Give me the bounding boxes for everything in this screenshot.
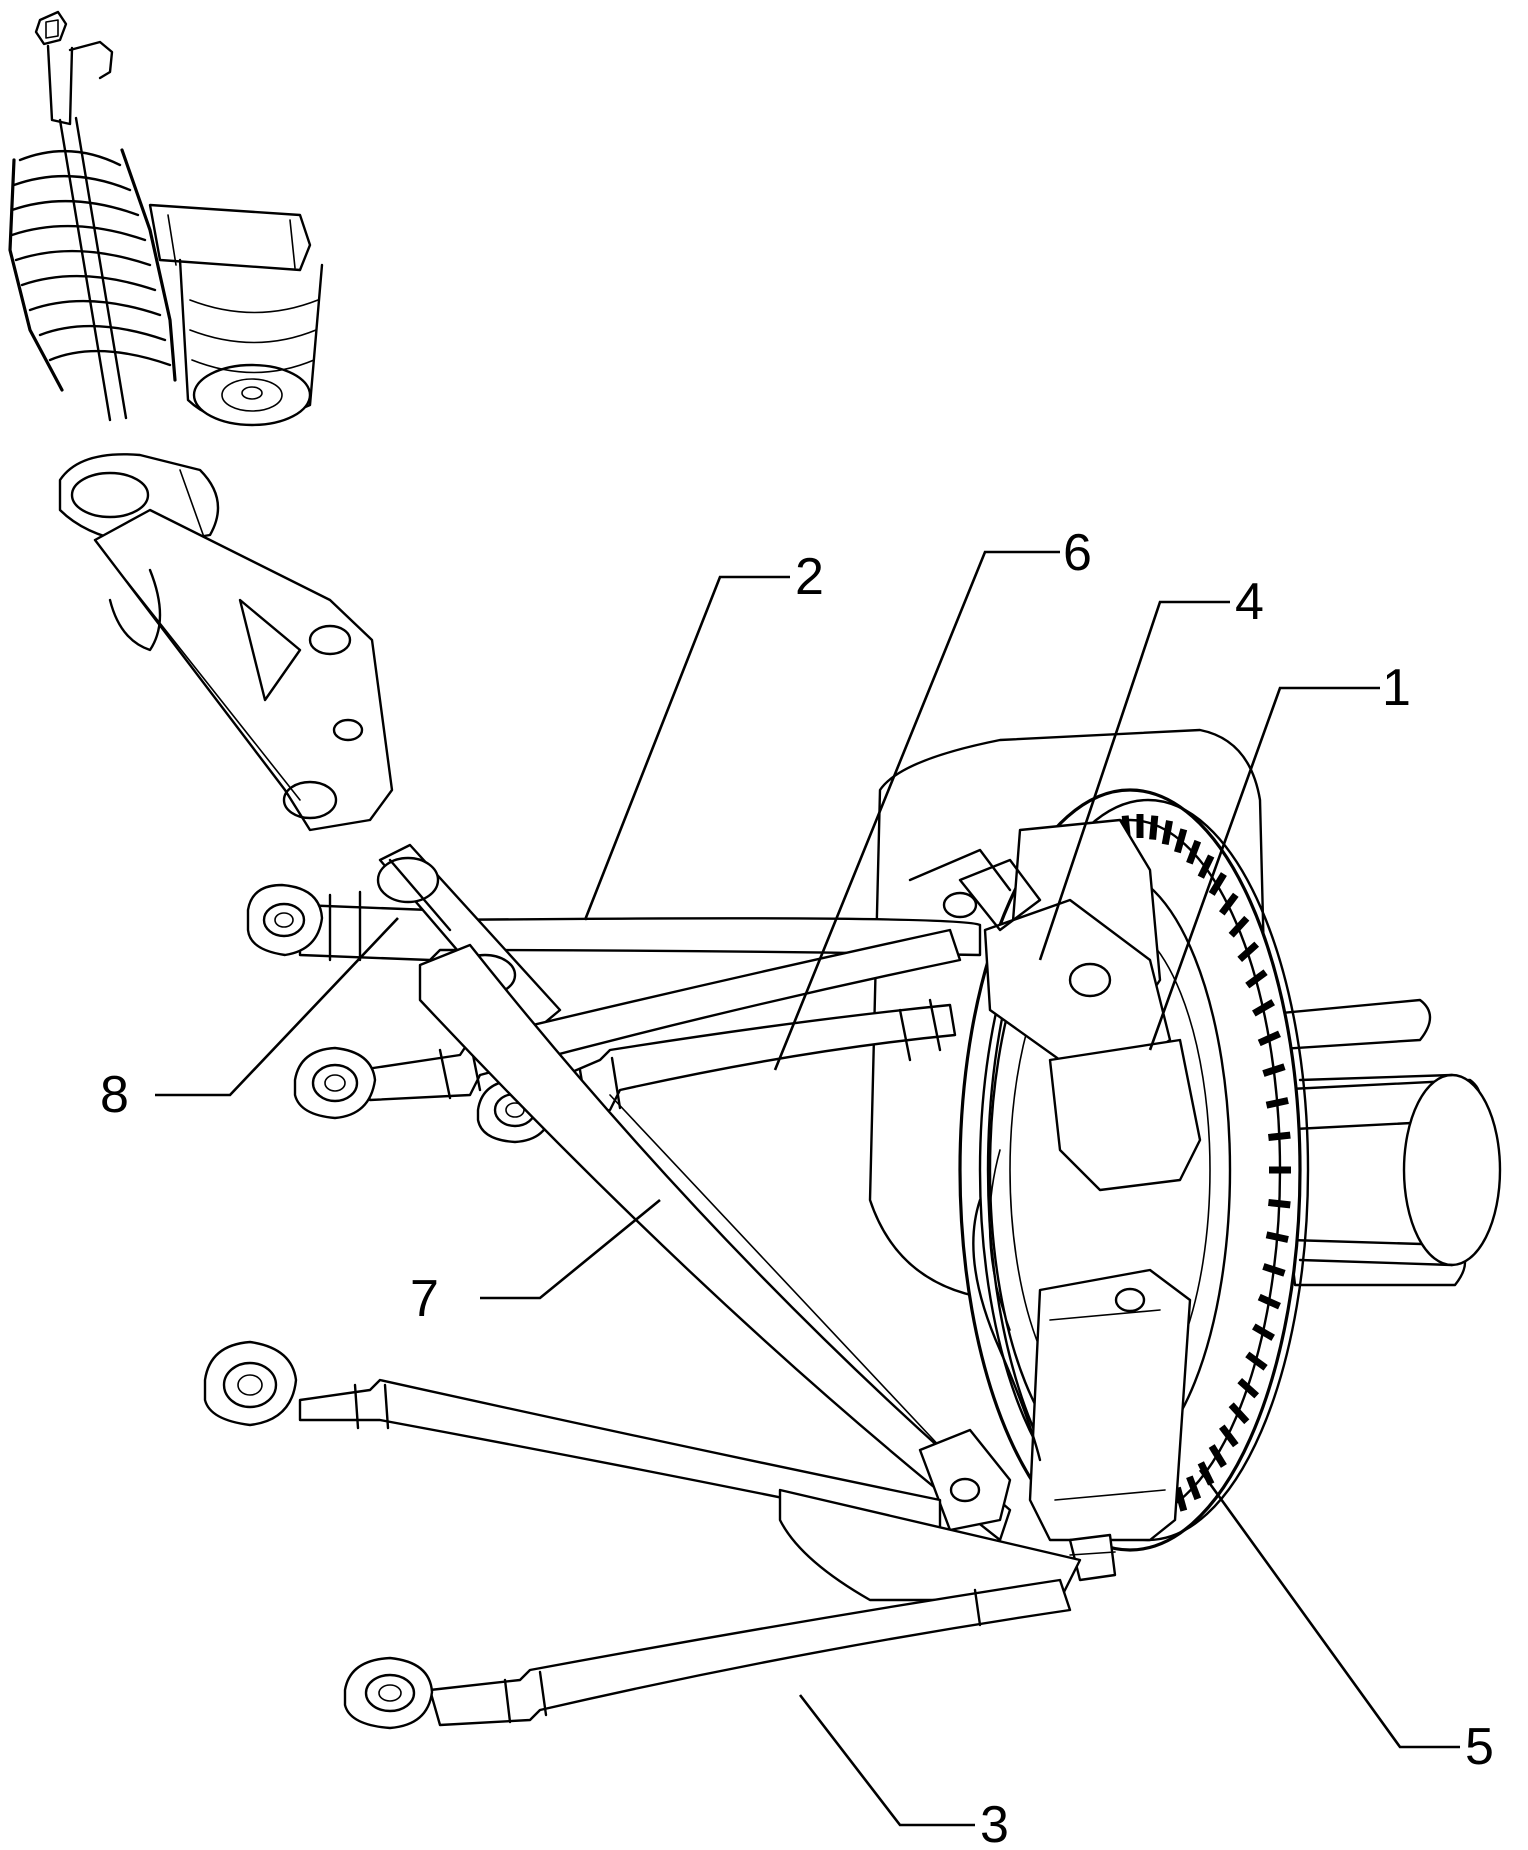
callout-labels: 1 2 3 4 5 6 7 8	[100, 524, 1494, 1850]
top-mount	[34, 10, 114, 126]
disc-vent-slot	[1265, 1231, 1289, 1243]
leader-5	[1198, 1469, 1460, 1749]
disc-vent-slot	[1186, 839, 1202, 865]
lower-clevis	[58, 453, 220, 547]
disc-vent-slot	[1245, 1351, 1268, 1371]
callout-8: 8	[100, 1066, 129, 1124]
disc-vent-slot	[1197, 854, 1215, 879]
disc-vent-slot	[1268, 1131, 1291, 1141]
reservoir-canister	[148, 203, 324, 427]
callout-5: 5	[1465, 1718, 1494, 1776]
disc-vent-slot	[1245, 969, 1268, 989]
callout-7: 7	[410, 1270, 439, 1328]
leader-6	[773, 550, 1060, 1071]
lower-control-arm	[203, 1340, 1082, 1602]
callout-1: 1	[1382, 659, 1411, 717]
callout-3: 3	[980, 1796, 1009, 1850]
link-7-trailing-arm	[418, 943, 1012, 1542]
leader-lines	[155, 550, 1460, 1827]
disc-vent-slot	[1265, 1097, 1289, 1109]
callout-4: 4	[1235, 573, 1264, 631]
disc-vent-slot	[1262, 1063, 1286, 1077]
disc-vent-slot	[1257, 1293, 1281, 1310]
axle-studs	[1258, 998, 1502, 1287]
bracket-arm	[93, 508, 394, 832]
disc-vent-slot	[1237, 1377, 1260, 1399]
disc-vent-slot	[1174, 828, 1188, 854]
link-3-lower-lateral	[343, 1578, 1072, 1730]
leader-1	[1148, 686, 1380, 1051]
disc-vent-slot	[1237, 941, 1260, 963]
leader-3	[798, 1694, 975, 1827]
disc-vent-slot	[1219, 1424, 1239, 1448]
disc-vent-slot	[1208, 1444, 1227, 1468]
disc-vent-slot	[1174, 1486, 1188, 1512]
disc-vent-slot	[1228, 915, 1250, 938]
caliper-body	[1028, 1268, 1192, 1542]
disc-vent-slot	[1161, 820, 1173, 846]
knuckle-caliper	[908, 818, 1202, 1582]
disc-vent-slot	[1252, 999, 1275, 1017]
disc-vent-slot	[1197, 1461, 1215, 1486]
disc-vent-slot	[1228, 1402, 1250, 1425]
disc-vent-slot	[1149, 815, 1159, 840]
callout-2: 2	[795, 548, 824, 606]
disc-vent-slot	[1257, 1030, 1281, 1047]
leader-4	[1038, 600, 1230, 961]
shock-absorber-assembly	[8, 10, 394, 832]
leader-8	[155, 917, 399, 1097]
callout-6: 6	[1063, 524, 1092, 582]
disc-vent-slot	[1268, 1199, 1291, 1209]
leader-2	[583, 575, 790, 921]
disc-vent-slot	[1262, 1263, 1286, 1277]
leader-7	[480, 1198, 661, 1300]
coil-spring	[8, 116, 177, 422]
disc-vent-slot	[1186, 1475, 1202, 1501]
disc-vent-slot	[1219, 892, 1239, 916]
disc-vent-slot	[1252, 1323, 1275, 1341]
disc-vent-slot	[1208, 872, 1227, 896]
